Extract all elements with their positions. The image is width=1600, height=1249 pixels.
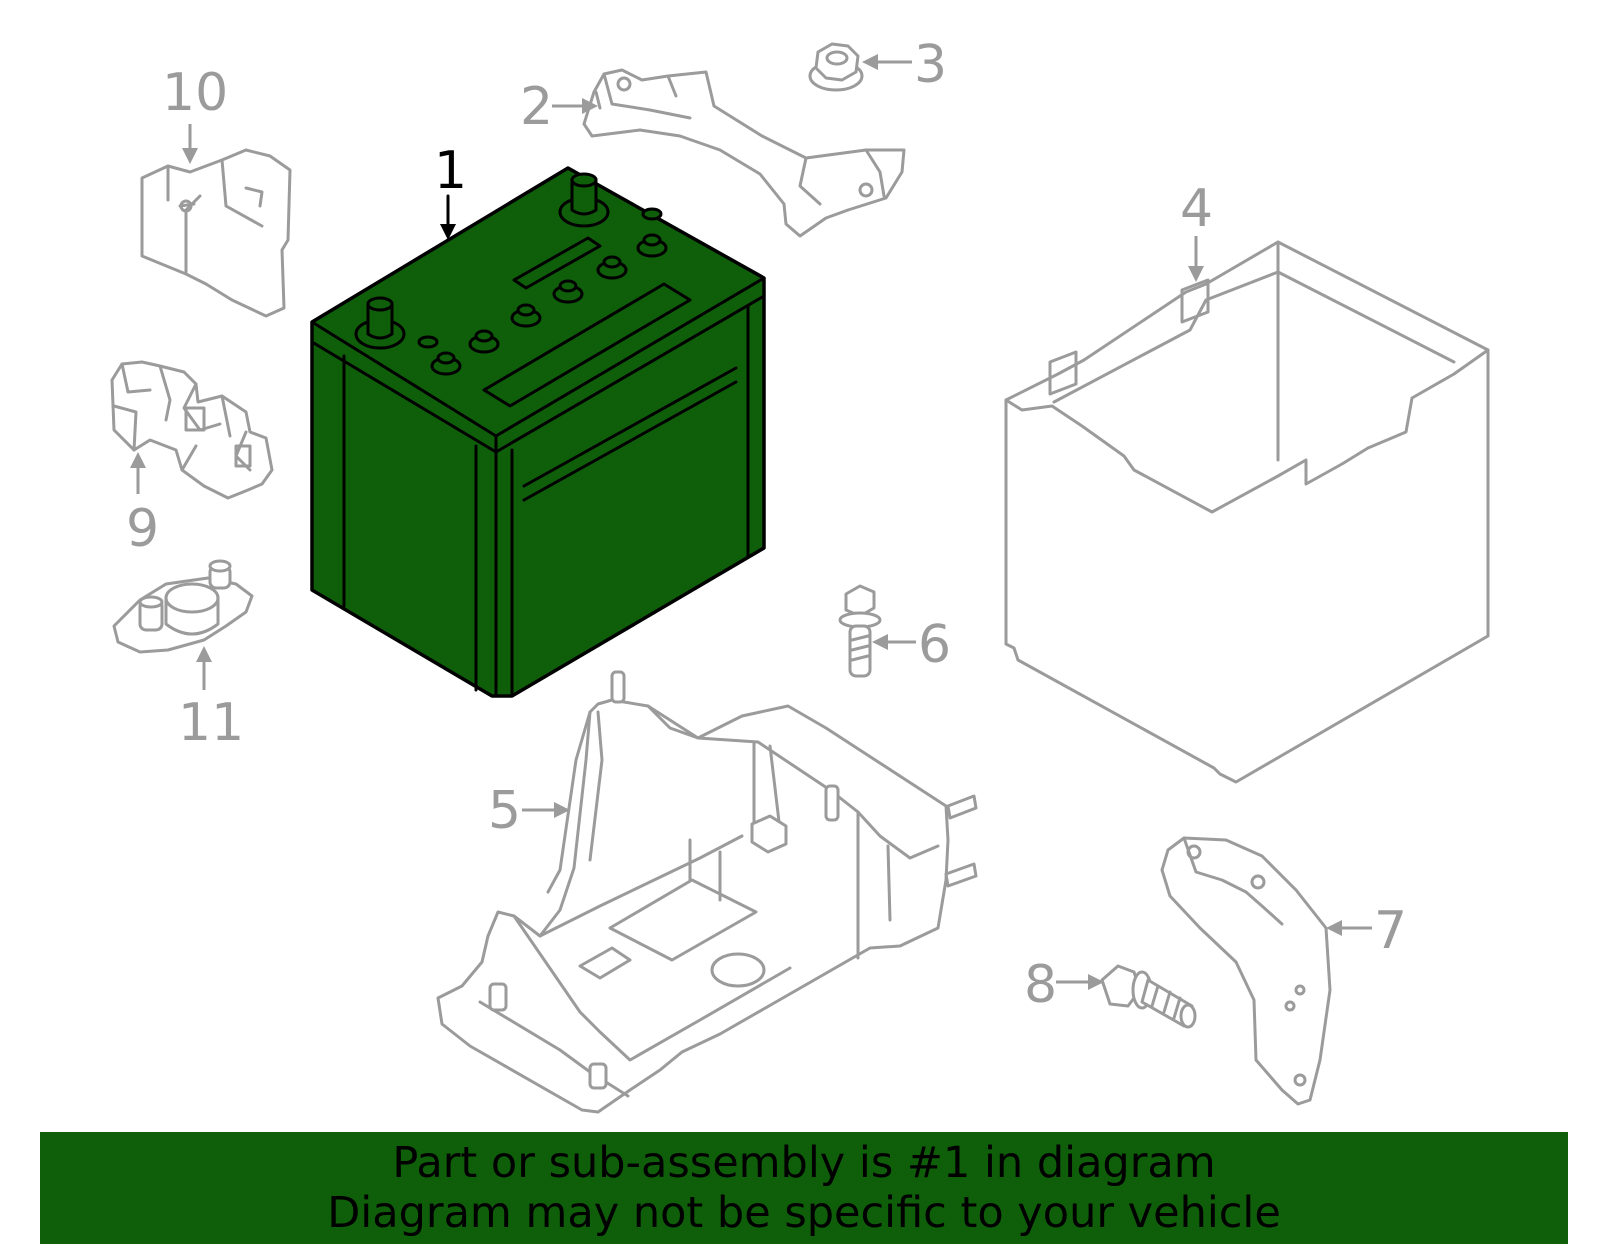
- callout-8-label: 8: [1024, 955, 1057, 1015]
- callout-9-label: 9: [126, 499, 159, 559]
- callout-7: 7: [1326, 901, 1407, 961]
- callout-10-label: 10: [162, 63, 228, 123]
- terminal-negative: [354, 296, 406, 350]
- callout-5-label: 5: [488, 781, 521, 841]
- part-10-fuse-cover[interactable]: [140, 148, 292, 318]
- callout-9: 9: [126, 452, 159, 559]
- callout-7-label: 7: [1374, 901, 1407, 961]
- callout-5: 5: [488, 781, 570, 841]
- footer-line-2: Diagram may not be specific to your vehi…: [327, 1188, 1281, 1238]
- callout-2: 2: [520, 77, 598, 137]
- callout-6-label: 6: [918, 615, 951, 675]
- callout-4: 4: [1180, 179, 1213, 282]
- part-2-hold-down-bracket[interactable]: [582, 68, 906, 238]
- callout-4-label: 4: [1180, 179, 1213, 239]
- footer-banner: Part or sub-assembly is #1 in diagram Di…: [40, 1132, 1568, 1244]
- part-9-fuse-block[interactable]: [110, 360, 274, 500]
- callout-2-label: 2: [520, 77, 553, 137]
- cell-caps: [417, 207, 668, 376]
- part-6-bolt[interactable]: [838, 584, 882, 678]
- part-8-flange-bolt[interactable]: [1100, 964, 1197, 1029]
- callout-11-label: 11: [178, 693, 244, 753]
- callout-8: 8: [1024, 955, 1104, 1015]
- footer-line-1: Part or sub-assembly is #1 in diagram: [392, 1138, 1216, 1188]
- callout-3-label: 3: [914, 35, 947, 95]
- callout-10: 10: [162, 63, 228, 164]
- part-4-battery-box[interactable]: [1004, 240, 1490, 784]
- part-5-battery-tray[interactable]: [436, 670, 978, 1114]
- part-1-battery[interactable]: [310, 166, 766, 698]
- callout-3: 3: [862, 35, 947, 95]
- terminal-positive: [558, 172, 610, 228]
- part-11-terminal-clamp[interactable]: [112, 559, 254, 654]
- callout-1-label: 1: [434, 141, 467, 201]
- callout-1: 1: [434, 141, 467, 240]
- callout-6: 6: [872, 615, 951, 675]
- part-7-support-bracket[interactable]: [1160, 836, 1332, 1106]
- callout-11: 11: [178, 646, 244, 753]
- part-3-nut[interactable]: [808, 42, 864, 92]
